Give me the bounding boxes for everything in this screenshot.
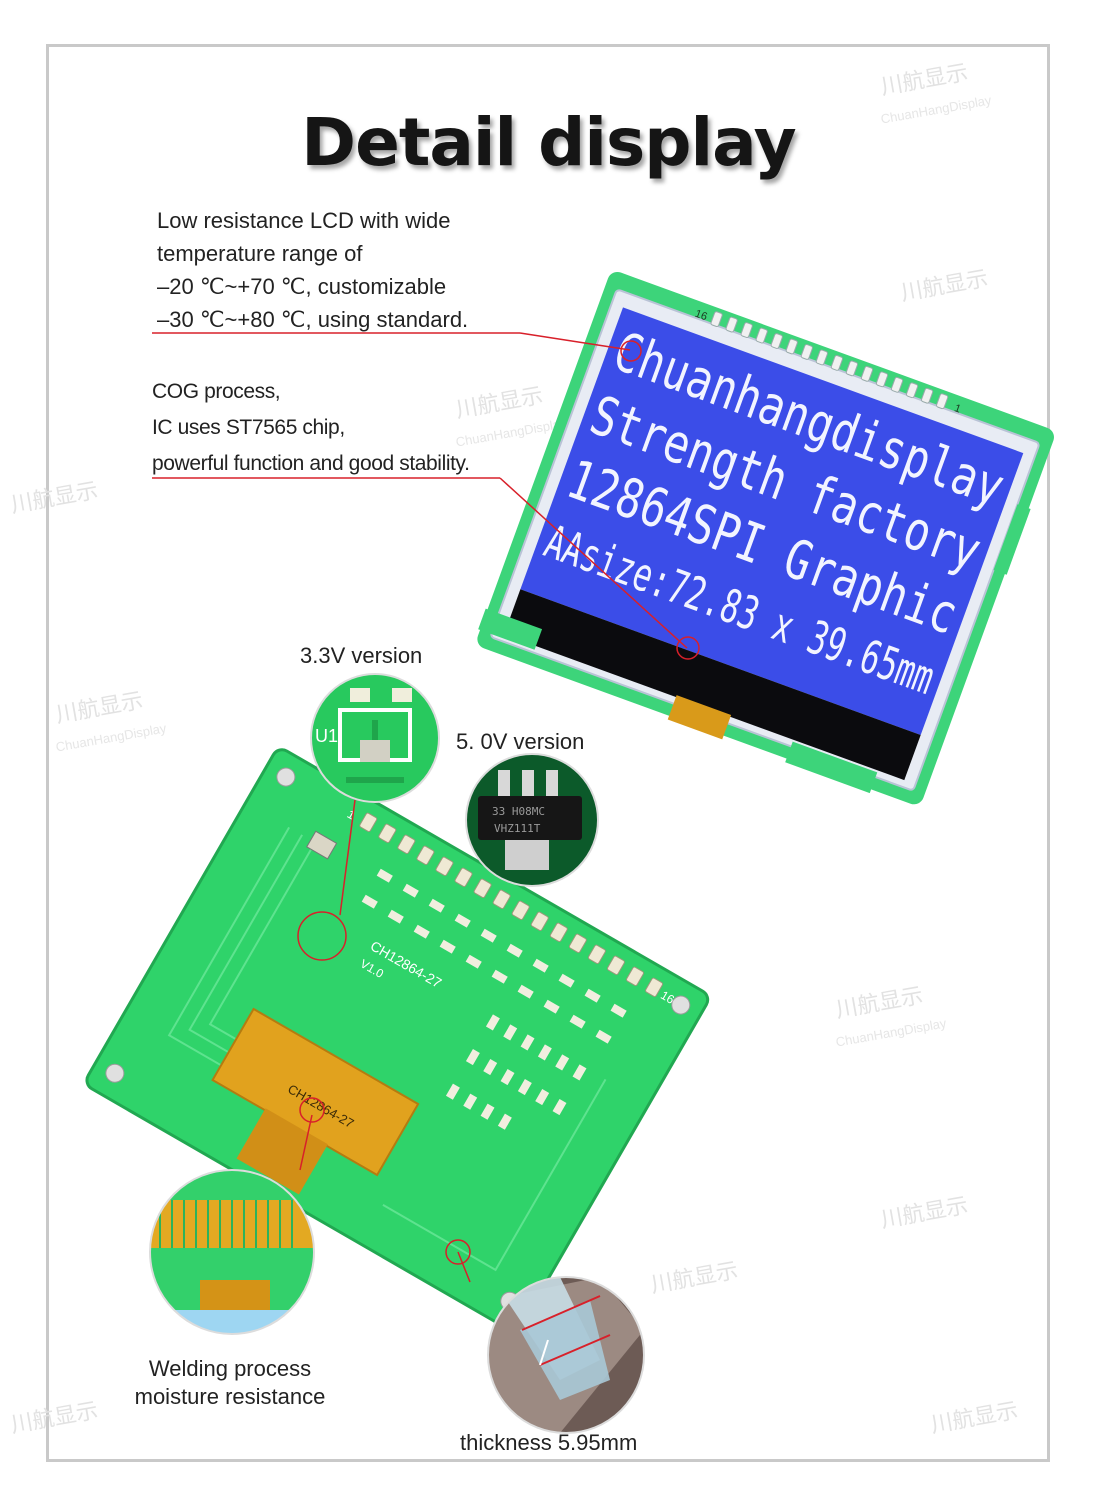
- page-frame: [46, 44, 1050, 1462]
- lcd-top-pins: [710, 311, 949, 410]
- callout-line: temperature range of: [157, 241, 363, 266]
- pcb-pin-label-last: 16: [658, 988, 677, 1007]
- lcd-bottom-strip: [503, 589, 921, 781]
- lcd-module: 16 1 Chuanhangdisplay Strength factory 1…: [477, 271, 1054, 805]
- callout-line: Low resistance LCD with wide: [157, 208, 451, 233]
- ic-marking: 33 H08MC: [492, 805, 545, 818]
- lcd-fpc-tab: [667, 695, 732, 740]
- detail-welding: [149, 1169, 315, 1335]
- label-line: moisture resistance: [134, 1384, 326, 1409]
- lcd-side-tab: [785, 741, 878, 794]
- lcd-side-tab: [993, 504, 1031, 575]
- fpc-ribbon-tail: [236, 1108, 328, 1195]
- label-line: Welding process: [148, 1356, 312, 1381]
- callout-line: –30 ℃~+80 ℃, using standard.: [157, 307, 469, 332]
- pcb-component-pads: [361, 868, 627, 1130]
- lcd-pin-label-first: 16: [693, 308, 709, 323]
- lcd-side-tab: [478, 608, 543, 650]
- pcb-pin-row: [359, 812, 664, 998]
- mount-hole: [276, 767, 296, 787]
- leader-lines: [152, 332, 700, 1283]
- chip-label: U1: [315, 726, 338, 746]
- callout-line: –20 ℃~+70 ℃, customizable: [157, 274, 447, 299]
- detail-thickness: [487, 1276, 645, 1434]
- mount-hole: [105, 1063, 125, 1083]
- callout-line: IC uses ST7565 chip,: [152, 416, 345, 439]
- lcd-pin-label-last: 1: [953, 402, 963, 415]
- callout-line: powerful function and good stability.: [152, 452, 470, 475]
- voltage-regulator: [306, 830, 338, 860]
- label-5v0-version: 5. 0V version: [456, 729, 585, 754]
- callout-line: COG process,: [152, 380, 281, 403]
- label-welding: Welding process moisture resistance: [110, 1355, 350, 1411]
- detail-3v3: U1: [310, 673, 440, 803]
- pcb-module: 1 16 CH12864-27 V1.0: [85, 748, 710, 1332]
- callout-cog-process: COG process, IC uses ST7565 chip, powerf…: [152, 374, 470, 482]
- page-title: Detail display: [301, 104, 796, 181]
- callout-lcd-temperature: Low resistance LCD with wide temperature…: [157, 204, 468, 336]
- label-3v3-version: 3.3V version: [300, 643, 423, 668]
- mount-hole: [671, 995, 691, 1015]
- ic-marking: VHZ111T: [494, 822, 541, 835]
- label-thickness: thickness 5.95mm: [460, 1430, 638, 1455]
- lcd-screen: [520, 307, 1024, 736]
- detail-5v0: 33 H08MC VHZ111T: [465, 753, 599, 887]
